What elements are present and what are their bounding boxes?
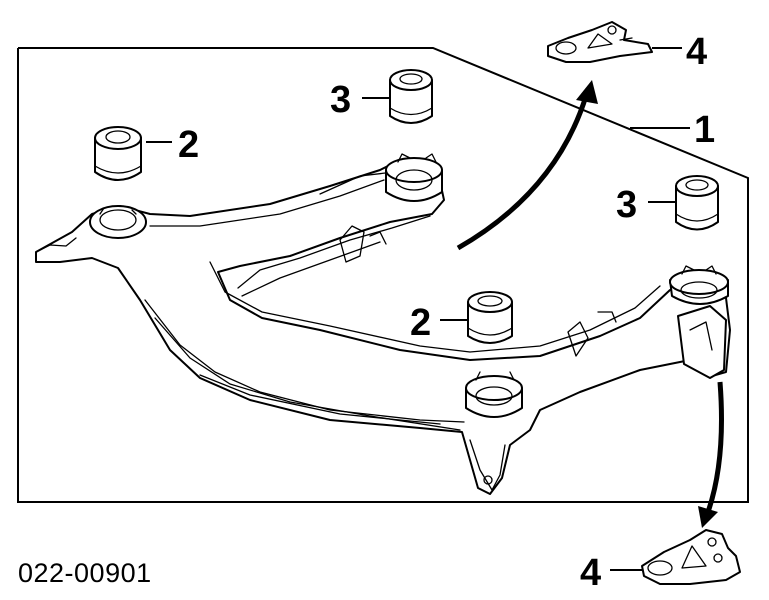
callout-bracket-top: 4 [686,31,707,73]
mount-cup-center [465,371,523,418]
bushing-left [94,126,142,181]
callout-bushing-center: 2 [410,302,431,344]
bushing-right [675,175,719,231]
mount-cup-left [89,205,147,239]
bracket-top [547,21,653,63]
crossmember [35,153,731,495]
callout-bracket-bottom: 4 [580,552,601,594]
bushing-top [389,69,433,124]
mount-cup-right [669,265,729,379]
bracket-bottom [641,529,741,585]
arrow-to-bottom-bracket [698,381,724,528]
callout-bushing-left: 2 [178,124,199,166]
mount-cup-top [385,153,443,202]
part-number-label: 022-00901 [18,558,152,588]
arrow-to-top-bracket [456,80,598,251]
callout-crossmember: 1 [694,109,715,151]
frame-outline [17,47,749,503]
callout-bushing-right: 3 [616,184,637,226]
bushing-center [467,291,513,344]
callout-bushing-top: 3 [330,79,351,121]
